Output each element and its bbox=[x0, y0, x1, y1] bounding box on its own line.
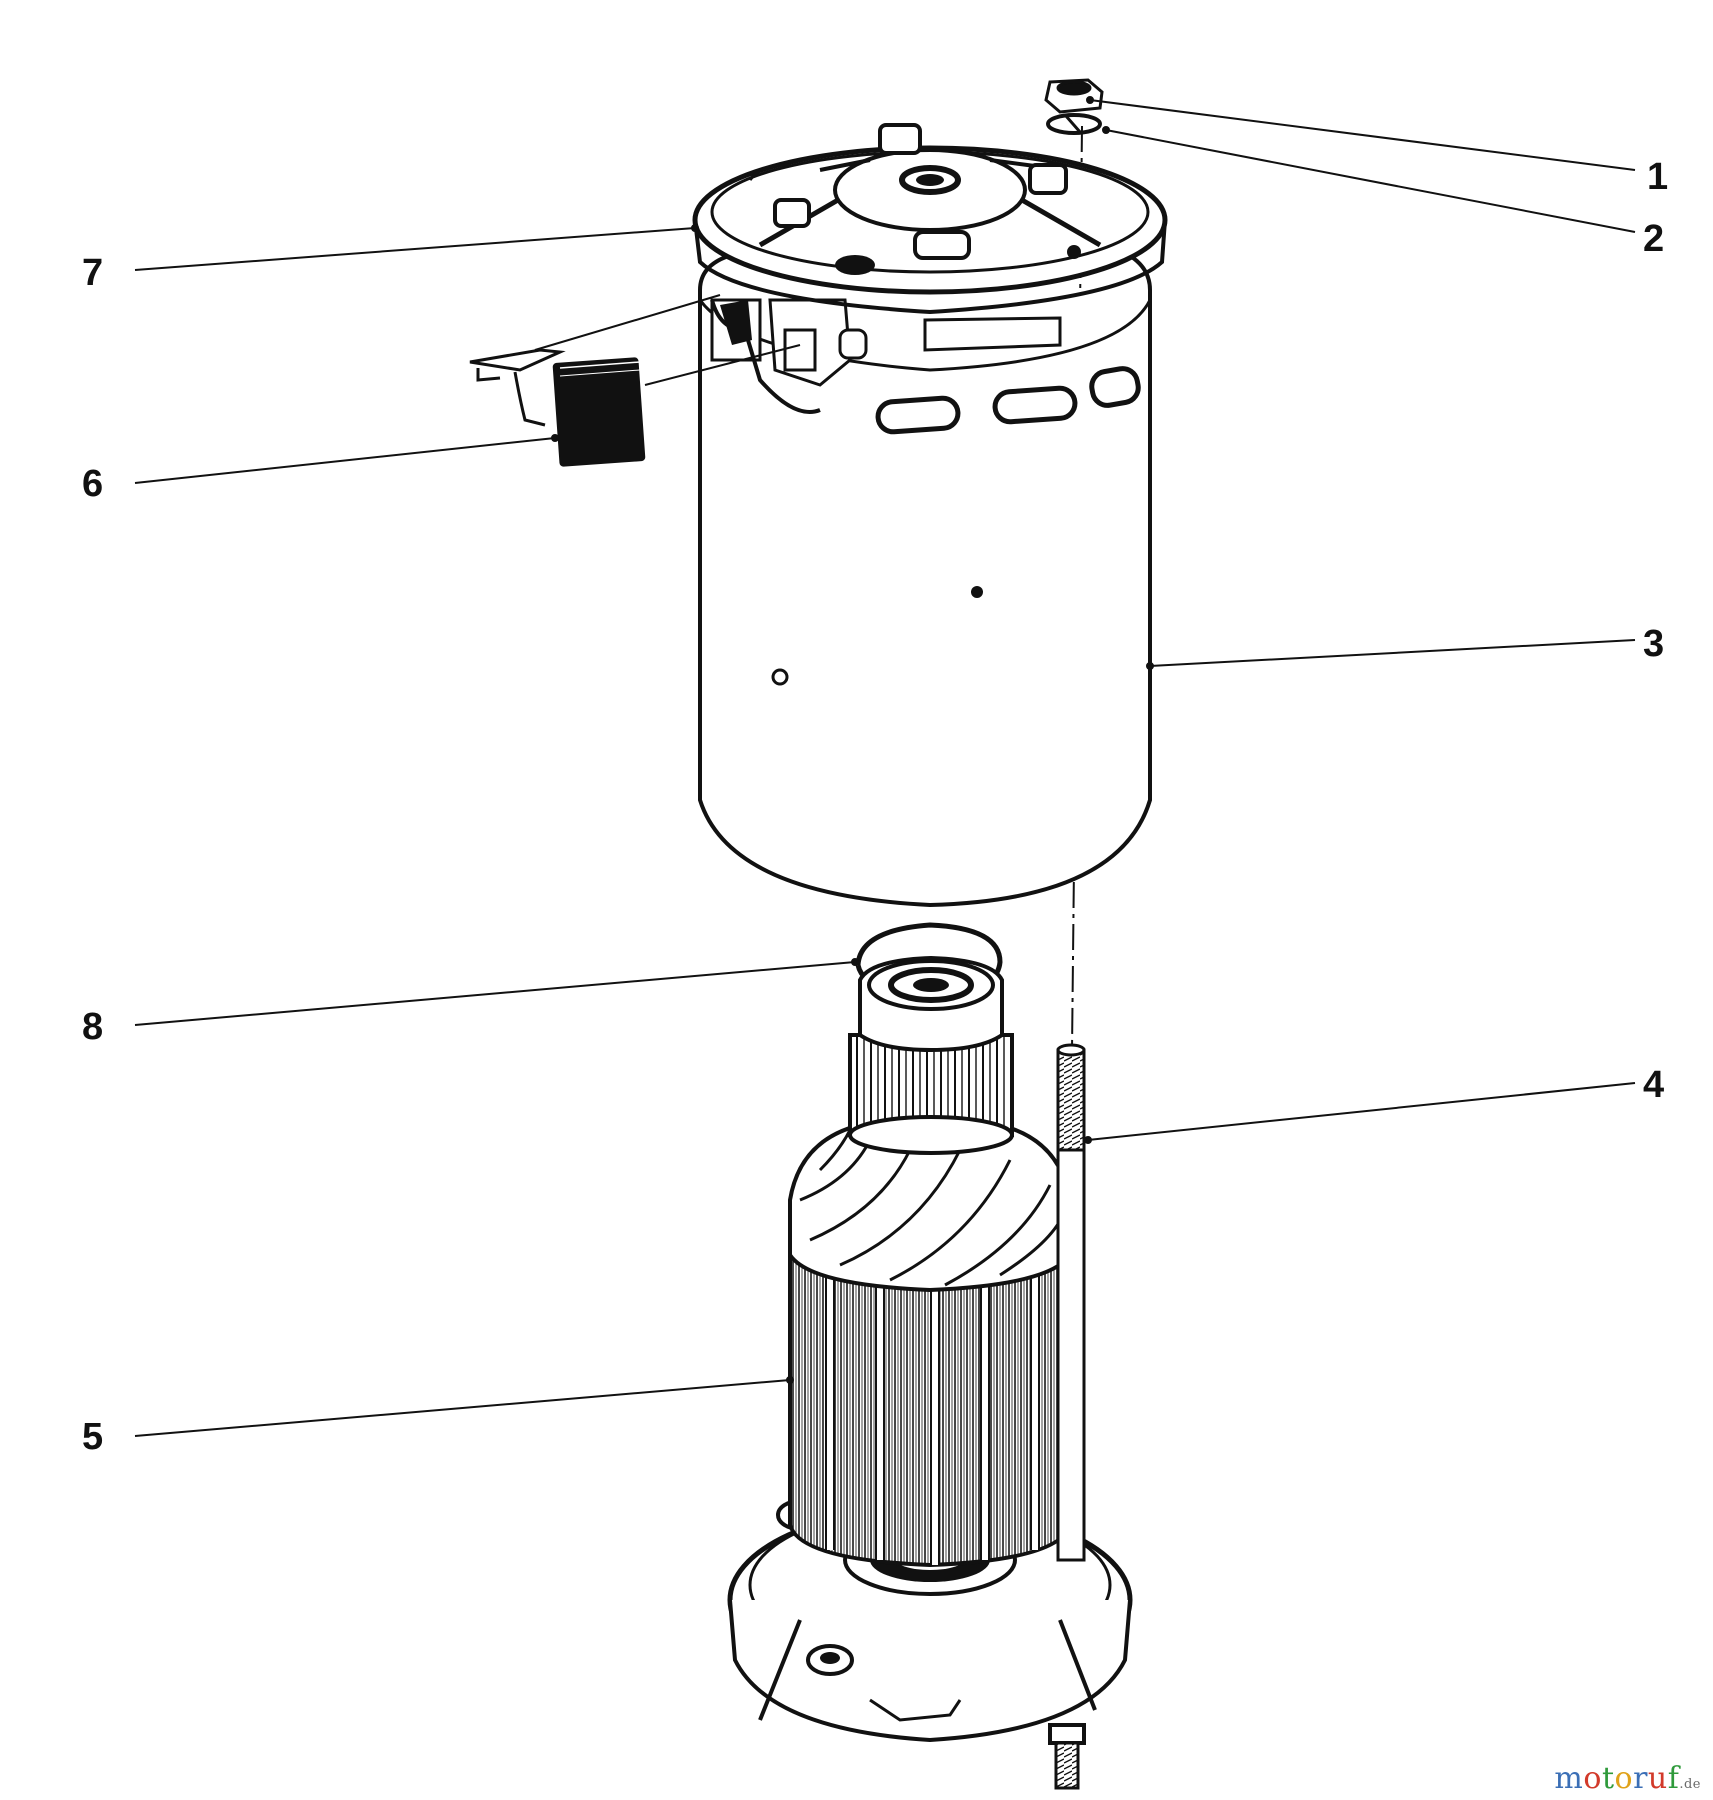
callout-6: 6 bbox=[82, 463, 104, 505]
nut-part bbox=[1044, 78, 1104, 114]
watermark-letter: u bbox=[1647, 1761, 1668, 1796]
callout-1: 1 bbox=[1647, 156, 1669, 198]
motor-housing-part bbox=[698, 238, 1152, 908]
watermark-letter: r bbox=[1633, 1761, 1648, 1796]
callout-8: 8 bbox=[82, 1006, 104, 1048]
callout-2: 2 bbox=[1643, 218, 1665, 260]
watermark-letter: m bbox=[1554, 1761, 1584, 1796]
watermark-letter: f bbox=[1667, 1761, 1680, 1796]
through-bolt-part bbox=[1056, 1043, 1086, 1562]
watermark-letter: o bbox=[1583, 1761, 1602, 1796]
watermark-letter: t bbox=[1601, 1761, 1615, 1796]
end-cap-part bbox=[692, 123, 1168, 315]
leader-lines bbox=[134, 96, 1636, 1437]
watermark-logo: motoruf.de bbox=[1554, 1764, 1701, 1794]
watermark-letter: o bbox=[1614, 1761, 1634, 1796]
lock-washer-part bbox=[1046, 113, 1102, 135]
callout-7: 7 bbox=[82, 252, 104, 294]
callout-5: 5 bbox=[82, 1416, 104, 1458]
callout-3: 3 bbox=[1643, 623, 1665, 665]
brush-part bbox=[469, 294, 801, 467]
watermark-suffix: .de bbox=[1679, 1777, 1701, 1792]
callout-4: 4 bbox=[1643, 1064, 1665, 1106]
armature-part bbox=[727, 955, 1133, 1790]
